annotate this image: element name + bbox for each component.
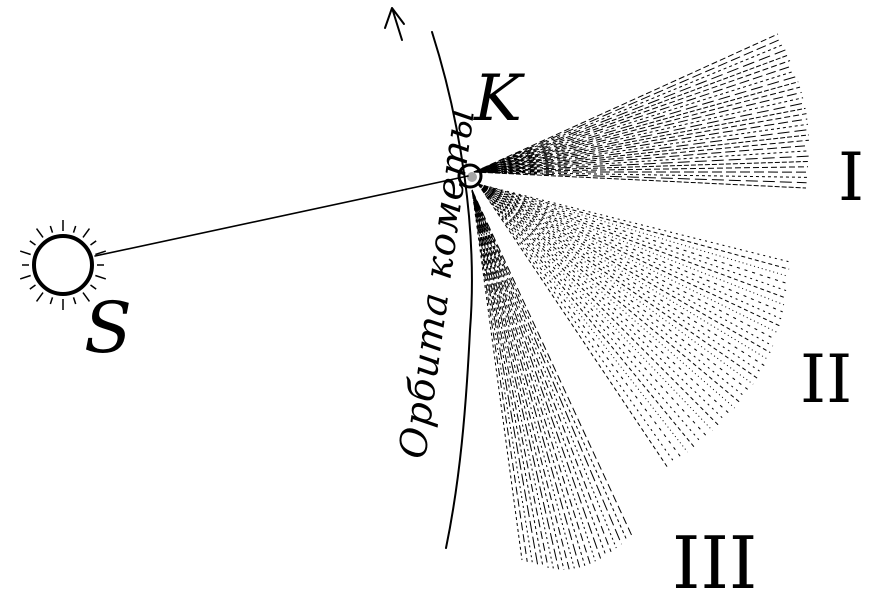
tail-streak xyxy=(478,184,786,291)
tail-1-label: I xyxy=(838,139,864,216)
sun-ray xyxy=(37,229,43,238)
sun-ray xyxy=(50,297,52,304)
tail-streak xyxy=(478,184,668,468)
sun-ray xyxy=(30,285,36,289)
tail-streak xyxy=(472,190,543,567)
tail-streak xyxy=(472,190,622,544)
sun-comet-line xyxy=(95,176,468,256)
orbit-label: Орбита кометы xyxy=(390,105,483,461)
tail-streak xyxy=(478,184,681,457)
sun-label: S xyxy=(84,287,132,369)
tail-streak xyxy=(472,190,595,561)
tail-streak xyxy=(478,184,740,402)
tail-streak xyxy=(478,184,787,284)
tail-3-label: III xyxy=(672,521,757,596)
sun-ray xyxy=(50,226,52,233)
sun-ray xyxy=(20,276,30,279)
tail-streak xyxy=(474,71,794,172)
tail-streak xyxy=(472,190,580,567)
tail-streak xyxy=(472,190,527,562)
tail-streak xyxy=(474,172,807,183)
tail-streak xyxy=(472,190,553,569)
tail-streak xyxy=(472,190,564,569)
tail-streak xyxy=(474,98,803,172)
tail-2 xyxy=(478,184,790,468)
tail-streak xyxy=(478,184,700,441)
tail-streak xyxy=(478,184,784,305)
sun-ray xyxy=(91,241,97,245)
tail-streak xyxy=(472,190,632,536)
sun-ray xyxy=(74,226,76,233)
tail-streak xyxy=(472,190,532,564)
tail-1 xyxy=(474,34,809,188)
sun-ray xyxy=(37,293,43,302)
comet-label: K xyxy=(473,62,525,136)
sun-ray xyxy=(30,241,36,245)
tail-streak xyxy=(472,190,538,565)
tail-2-label: II xyxy=(800,341,852,418)
orbit-direction-arrow xyxy=(385,8,404,40)
tail-streak xyxy=(472,190,611,552)
tail-streak xyxy=(478,184,749,390)
tail-streak xyxy=(474,108,805,172)
sun-ray xyxy=(20,251,30,254)
sun-ray xyxy=(74,297,76,304)
sun-disk xyxy=(34,236,92,294)
tail-streak xyxy=(472,190,548,568)
tail-streak xyxy=(478,184,694,447)
tail-streak xyxy=(478,184,785,298)
tail-streak xyxy=(472,190,569,569)
tail-streak xyxy=(478,184,773,346)
sun-ray xyxy=(83,229,89,238)
tail-streak xyxy=(474,92,802,172)
tail-streak xyxy=(478,184,789,269)
tail-streak xyxy=(472,190,616,548)
tail-streak xyxy=(478,184,781,319)
tail-streak xyxy=(478,184,757,378)
tail-streak xyxy=(478,184,724,419)
tail-streak xyxy=(478,184,688,452)
tail-streak xyxy=(478,184,790,262)
tail-3 xyxy=(472,190,632,569)
sun-ray xyxy=(95,276,105,279)
tail-streak xyxy=(472,190,590,564)
tail-streak xyxy=(474,76,796,172)
tail-streak xyxy=(474,172,806,188)
